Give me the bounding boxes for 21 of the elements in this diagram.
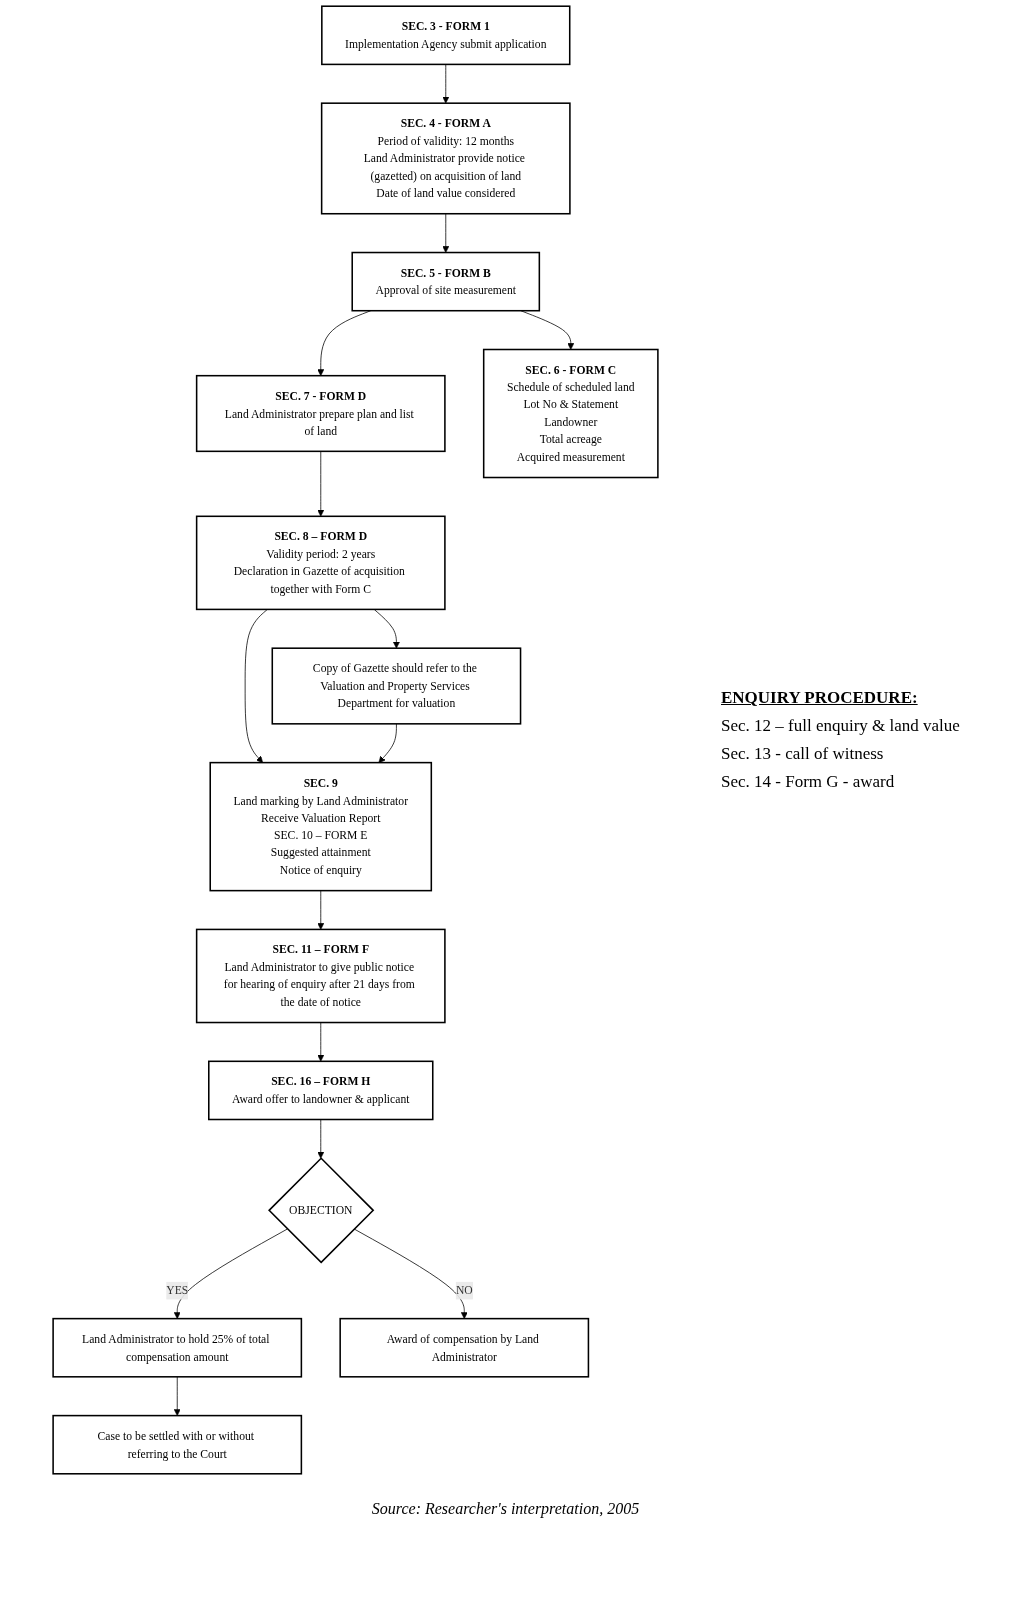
edge-label: NO [455, 1284, 473, 1297]
edge-label: YES [166, 1284, 189, 1297]
section-heading: ENQUIRY PROCEDURE: [721, 688, 919, 708]
node-box: Case to be settled with or without referring to the Court [52, 1414, 303, 1475]
node-box: SEC. 6 - FORM C Schedule of scheduled land Lot No & Statement Landowner Total acreage Acquired measurement [482, 348, 659, 479]
node-box: SEC. 11 – FORM F Land Administrator to give public notice for hearing of enquiry after 21 days from the date of notice [195, 928, 446, 1024]
node-box: SEC. 4 - FORM A Period of validity: 12 months Land Administrator provide notice (gazetted) on acquisition of land Date of land value considered [320, 102, 571, 215]
list-item: Sec. 13 - call of witness [721, 744, 885, 764]
node-box: SEC. 16 – FORM H Award offer to landowner & applicant [208, 1060, 434, 1121]
node-diamond: OBJECTION [268, 1157, 375, 1264]
node-box: SEC. 9 Land marking by Land Administrator Receive Valuation Report SEC. 10 – FORM E Suggested attainment Notice of enquiry [209, 761, 433, 892]
list-item: Sec. 12 – full enquiry & land value [721, 716, 961, 736]
node-box: SEC. 7 - FORM D Land Administrator prepare plan and list of land [195, 374, 446, 453]
source-caption: Source: Researcher's interpretation, 2005 [370, 1500, 641, 1518]
node-box: SEC. 3 - FORM 1 Implementation Agency submit application [321, 5, 571, 66]
node-box: SEC. 8 – FORM D Validity period: 2 years Declaration in Gazette of acquisition together with Form C [195, 515, 446, 611]
node-box: Copy of Gazette should refer to the Valuation and Property Services Department for valuation [271, 647, 522, 725]
node-box: Land Administrator to hold 25% of total compensation amount [52, 1317, 303, 1378]
list-item: Sec. 14 - Form G - award [721, 772, 896, 792]
node-box: SEC. 5 - FORM B Approval of site measurement [351, 251, 541, 312]
node-box: Award of compensation by Land Administrator [339, 1317, 590, 1378]
